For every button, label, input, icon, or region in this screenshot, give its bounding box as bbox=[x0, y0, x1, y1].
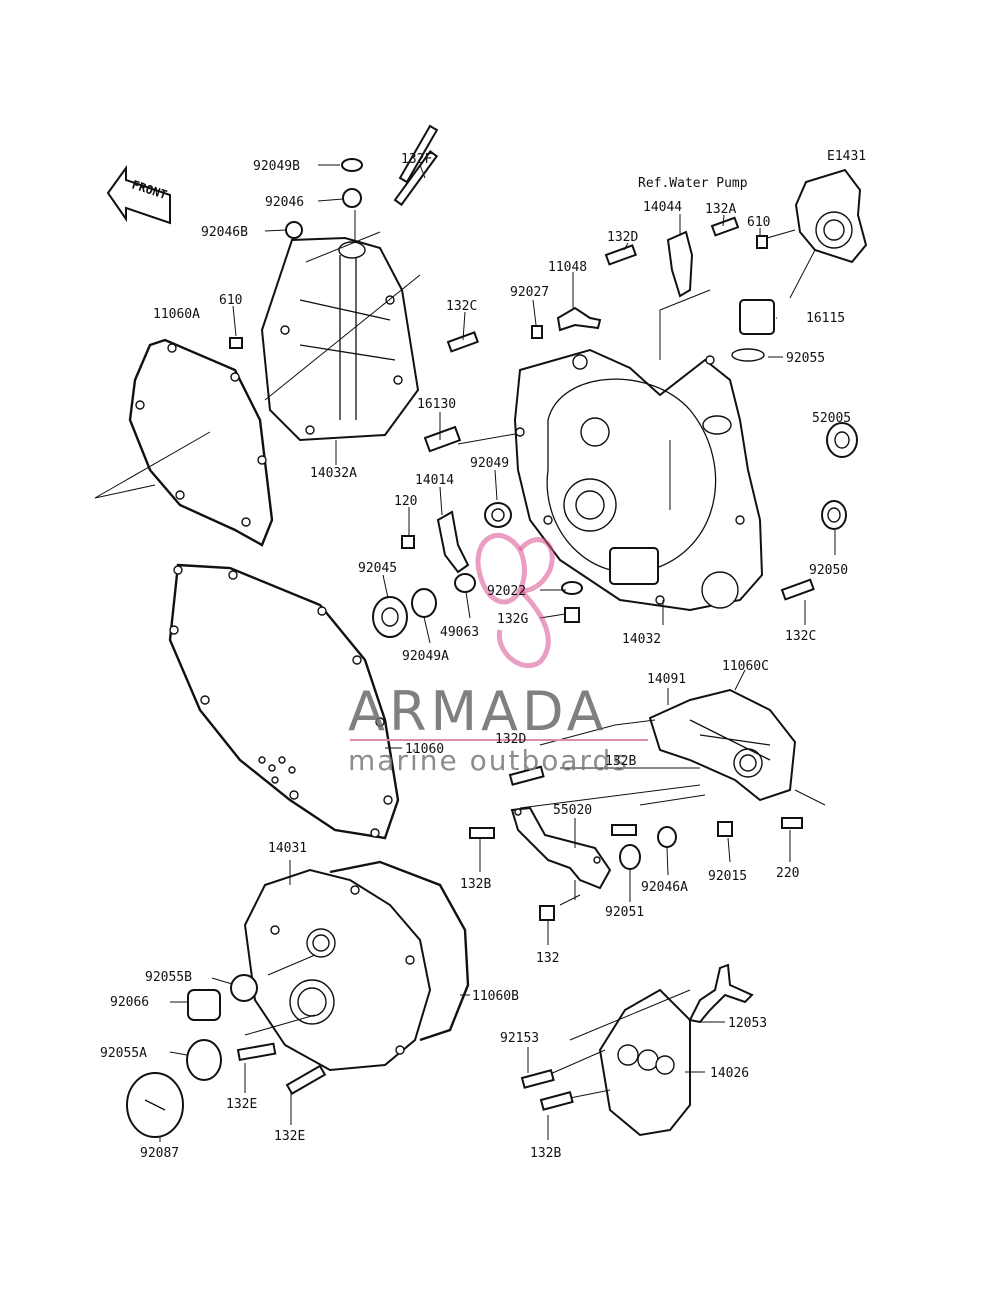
part-label[interactable]: 11060C bbox=[722, 659, 769, 674]
part-label[interactable]: 92015 bbox=[708, 869, 747, 884]
part-label[interactable]: 14091 bbox=[647, 672, 686, 687]
cover-14091 bbox=[539, 688, 826, 806]
part-label[interactable]: 132E bbox=[274, 1129, 305, 1144]
part-label[interactable]: 92046A bbox=[641, 880, 688, 895]
part-label[interactable]: 16130 bbox=[417, 397, 456, 412]
part-label[interactable]: 132E bbox=[226, 1097, 257, 1112]
front-arrow-icon: FRONT bbox=[106, 164, 171, 225]
part-label[interactable]: 132F bbox=[401, 152, 432, 167]
part-label[interactable]: 12053 bbox=[728, 1016, 767, 1031]
gasket-11060 bbox=[168, 563, 400, 840]
part-label[interactable]: 11060A bbox=[153, 307, 200, 322]
part-label[interactable]: 610 bbox=[219, 293, 242, 308]
part-label[interactable]: 132 bbox=[536, 951, 559, 966]
part-label[interactable]: 14032 bbox=[622, 632, 661, 647]
part-label[interactable]: 120 bbox=[394, 494, 417, 509]
part-label[interactable]: 52005 bbox=[812, 411, 851, 426]
cover-14026 bbox=[547, 988, 691, 1137]
part-label[interactable]: 132A bbox=[705, 202, 736, 217]
part-label[interactable]: 92050 bbox=[809, 563, 848, 578]
part-label[interactable]: 92046 bbox=[265, 195, 304, 210]
part-label[interactable]: 132B bbox=[530, 1146, 561, 1161]
part-label[interactable]: 132B bbox=[460, 877, 491, 892]
part-label[interactable]: 92055 bbox=[786, 351, 825, 366]
part-label[interactable]: 11060B bbox=[472, 989, 519, 1004]
part-label[interactable]: 14044 bbox=[643, 200, 682, 215]
part-label[interactable]: 14014 bbox=[415, 473, 454, 488]
part-label[interactable]: 610 bbox=[747, 215, 770, 230]
part-labels: 92049B 132F 92046 92046B 11060A 610 132C… bbox=[100, 152, 851, 1161]
part-label[interactable]: 14026 bbox=[710, 1066, 749, 1081]
armada-watermark: ARMADA marine outboards bbox=[348, 532, 648, 777]
part-label[interactable]: 92049A bbox=[402, 649, 449, 664]
part-label[interactable]: 132D bbox=[607, 230, 638, 245]
generator-cover-14031 bbox=[243, 860, 470, 1072]
part-label[interactable]: 132C bbox=[785, 629, 816, 644]
part-label[interactable]: 92049 bbox=[470, 456, 509, 471]
part-label[interactable]: 132B bbox=[605, 754, 636, 769]
part-label[interactable]: 92153 bbox=[500, 1031, 539, 1046]
part-label[interactable]: 92022 bbox=[487, 584, 526, 599]
part-label[interactable]: 92066 bbox=[110, 995, 149, 1010]
part-label[interactable]: 92055A bbox=[100, 1046, 147, 1061]
part-label[interactable]: 14032A bbox=[310, 466, 357, 481]
small-parts bbox=[126, 124, 858, 1138]
part-label[interactable]: 92051 bbox=[605, 905, 644, 920]
watermark-brand: ARMADA bbox=[348, 680, 608, 743]
gasket-dots bbox=[258, 756, 296, 784]
part-label[interactable]: 92045 bbox=[358, 561, 397, 576]
part-label[interactable]: 16115 bbox=[806, 311, 845, 326]
part-label[interactable]: 92087 bbox=[140, 1146, 179, 1161]
part-label[interactable]: 132G bbox=[497, 612, 528, 627]
watermark-tagline: marine outboards bbox=[348, 744, 629, 777]
diagram-code: E1431 bbox=[827, 149, 866, 164]
part-label[interactable]: 132D bbox=[495, 732, 526, 747]
part-label[interactable]: 220 bbox=[776, 866, 799, 881]
water-pump-cover bbox=[759, 168, 868, 299]
part-label[interactable]: 49063 bbox=[440, 625, 479, 640]
part-label[interactable]: 14031 bbox=[268, 841, 307, 856]
part-label[interactable]: 92027 bbox=[510, 285, 549, 300]
bracket-55020 bbox=[510, 784, 701, 906]
part-label[interactable]: 132C bbox=[446, 299, 477, 314]
part-label[interactable]: 92055B bbox=[145, 970, 192, 985]
part-label[interactable]: 92049B bbox=[253, 159, 300, 174]
lever-12053 bbox=[569, 963, 754, 1041]
part-label[interactable]: 55020 bbox=[553, 803, 592, 818]
part-label[interactable]: 92046B bbox=[201, 225, 248, 240]
part-label[interactable]: 11060 bbox=[405, 742, 444, 757]
leader-lines bbox=[159, 164, 836, 1142]
armada-logo-icon bbox=[475, 532, 551, 669]
ref-water-pump-label: Ref.Water Pump bbox=[638, 176, 748, 191]
part-label[interactable]: 11048 bbox=[548, 260, 587, 275]
gasket-11060a bbox=[94, 338, 274, 547]
clutch-inner-cover bbox=[260, 210, 421, 465]
clutch-cover-14032 bbox=[513, 289, 764, 625]
